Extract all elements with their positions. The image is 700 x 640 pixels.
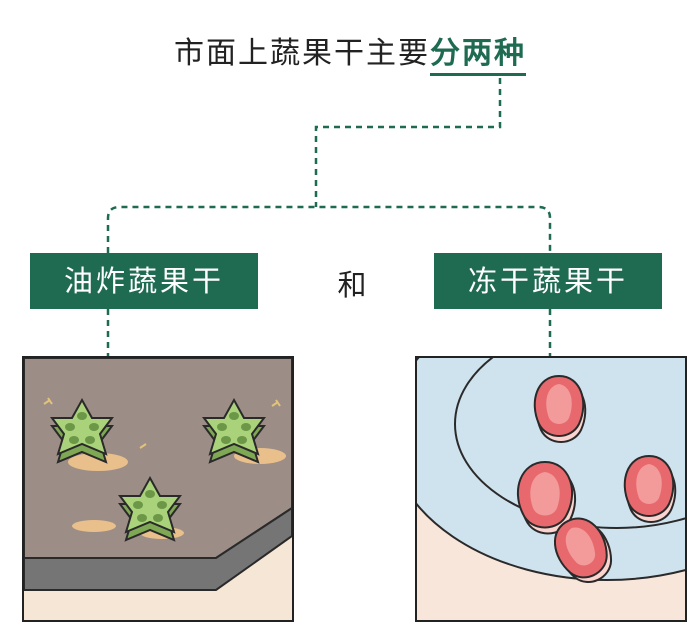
diagram-title: 市面上蔬果干主要分两种 [0,28,700,76]
strawberry-slice-2 [517,460,576,535]
strawberry-slice-1 [533,374,587,443]
title-prefix: 市面上蔬果干主要 [174,36,430,71]
okra-slice-1 [50,397,114,464]
and-word: 和 [337,268,367,302]
freeze-dried-strawberry-illustration [415,356,687,622]
connector-from-title [314,78,502,207]
strawberry-slice-3 [623,454,677,523]
okra-slice-2 [202,397,266,464]
strawberry-slice-4 [553,517,613,583]
connector-branch [106,205,552,253]
freeze-dried-category-label: 冻干蔬果干 [434,253,662,309]
okra-slice-3 [118,475,182,542]
fried-okra-illustration [22,356,294,622]
fried-category-label: 油炸蔬果干 [30,253,258,309]
title-accent: 分两种 [430,36,526,76]
